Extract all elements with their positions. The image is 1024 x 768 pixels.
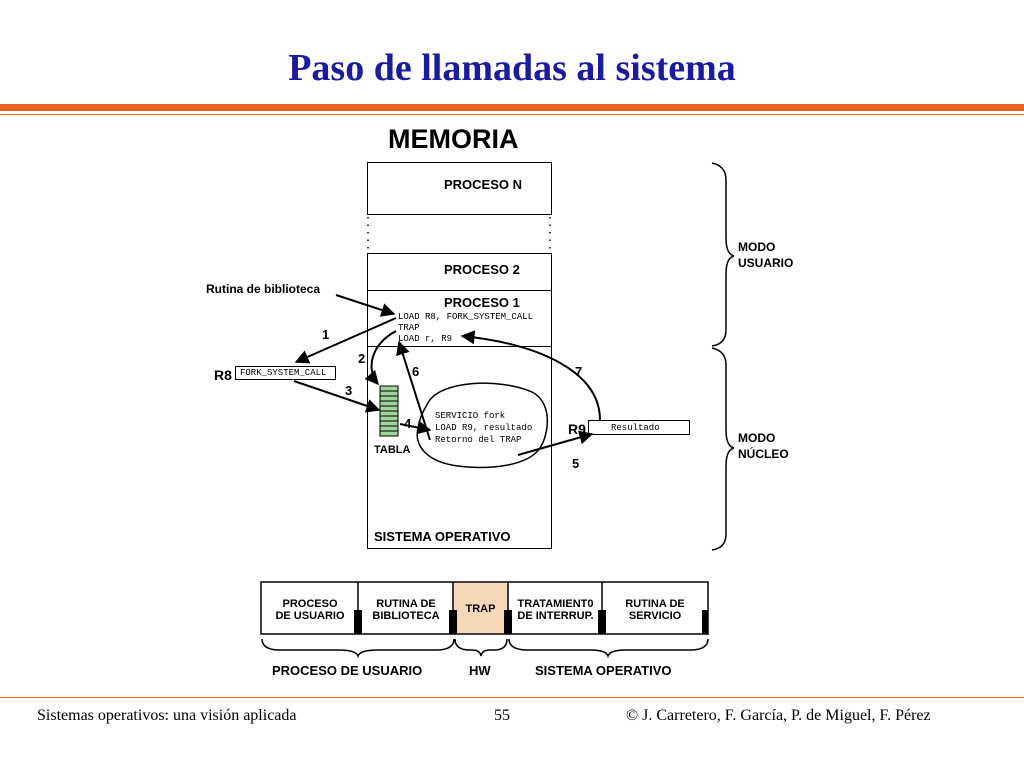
footer-divider [0,697,1024,698]
step-6: 6 [412,364,420,379]
brace-proceso-usuario [261,638,455,659]
timeline-bar [260,581,709,635]
servicio-blob [416,382,549,469]
memoria-label: MEMORIA [388,124,519,154]
rutina-pointer [335,294,396,317]
arrow-4 [399,420,432,435]
brace-sistema-operativo [508,638,709,659]
modo-usuario-line-1: MODO [738,240,776,254]
modo-usuario-line-2: USUARIO [738,256,794,270]
r8-register [235,366,336,380]
title-divider-line [0,114,1024,115]
step-3: 3 [345,383,353,398]
code-line-3: LOAD r, R9 [398,334,453,344]
servicio-line-2: LOAD R9, resultado [435,423,533,433]
servicio-line-1: SERVICIO fork [435,411,506,421]
segment-tratamiento: TRATAMIENT0 DE INTERRUP. [517,598,594,622]
sistema-operativo-block [367,346,552,549]
r8-label: R8 [214,367,232,383]
segment-rutina-biblioteca: RUTINA DE BIBLIOTECA [372,598,440,622]
group-sistema-operativo: SISTEMA OPERATIVO [535,663,672,678]
arrow-2 [364,330,397,386]
title-divider-bar [0,104,1024,111]
step-4: 4 [404,416,412,431]
arrow-6 [396,340,431,441]
tabla-table [379,385,399,437]
step-7: 7 [575,364,583,379]
r8-value: FORK_SYSTEM_CALL [240,368,327,378]
modo-nucleo-line-1: MODO [738,431,776,445]
group-proceso-usuario: PROCESO DE USUARIO [272,663,423,678]
brace-hw [454,638,508,657]
sistema-operativo-label: SISTEMA OPERATIVO [374,529,511,544]
arrow-7 [460,330,601,421]
arrow-1 [294,317,397,364]
footer-book-title: Sistemas operativos: una visión aplicada [37,707,297,724]
slide-title: Paso de llamadas al sistema [288,47,736,89]
arrow-3 [293,380,381,413]
brace-nucleo [711,347,735,551]
rutina-biblioteca-label: Rutina de biblioteca [206,282,321,296]
arrow-5 [517,430,594,456]
proceso-2-label: PROCESO 2 [444,262,520,277]
code-line-2: TRAP [398,323,420,333]
segment-rutina-servicio: RUTINA DE SERVICIO [625,598,685,622]
step-5: 5 [572,456,580,471]
servicio-line-3: Retorno del TRAP [435,435,522,445]
code-line-1: LOAD R8, FORK_SYSTEM_CALL [398,312,534,322]
footer-page-number: 55 [494,707,510,724]
proceso-n-label: PROCESO N [444,177,523,192]
brace-usuario [711,162,735,347]
segment-proceso-usuario: PROCESO DE USUARIO [275,598,345,622]
proceso-n-block [367,162,552,215]
group-hw: HW [469,663,491,678]
proceso-1-block [367,290,552,347]
segment-trap: TRAP [465,603,496,615]
tabla-label: TABLA [374,444,411,456]
proceso-1-label: PROCESO 1 [444,295,520,310]
r9-register [588,420,690,435]
modo-nucleo-line-2: NÚCLEO [738,447,789,461]
step-2: 2 [358,351,366,366]
r9-value: Resultado [611,423,660,433]
footer-authors: © J. Carretero, F. García, P. de Miguel,… [626,707,931,724]
step-1: 1 [322,327,330,342]
